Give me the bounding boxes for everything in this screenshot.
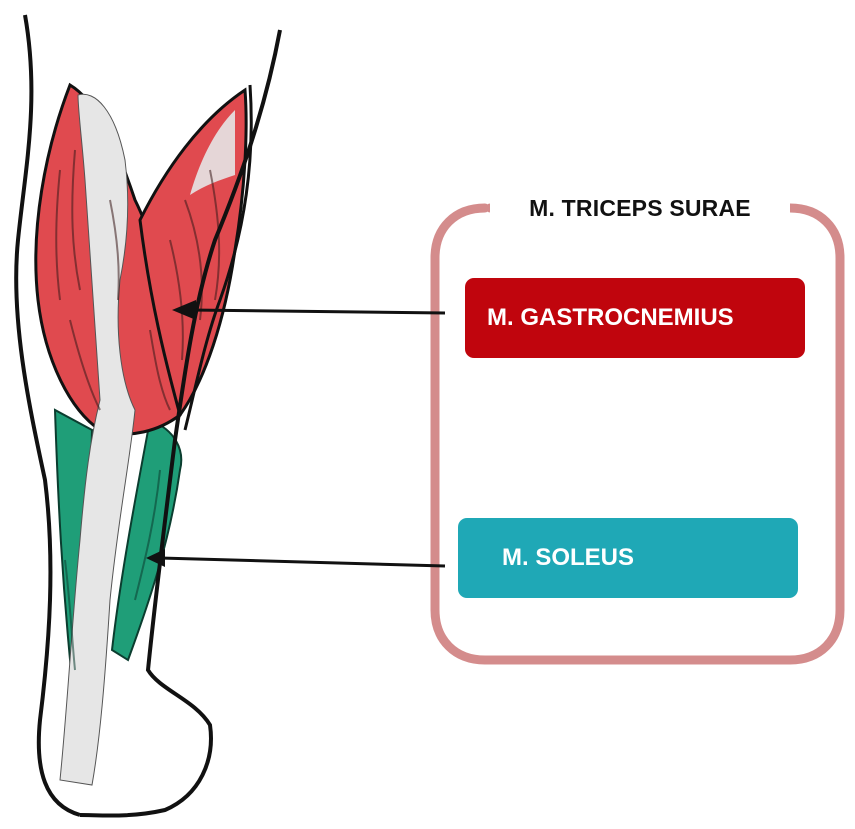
- triceps-surae-label: M. TRICEPS SURAE: [490, 188, 790, 228]
- soleus-label: M. SOLEUS: [458, 518, 798, 598]
- gastrocnemius-pointer-line: [190, 310, 445, 313]
- gastrocnemius-label: M. GASTROCNEMIUS: [465, 278, 805, 358]
- soleus-pointer-line: [160, 558, 445, 566]
